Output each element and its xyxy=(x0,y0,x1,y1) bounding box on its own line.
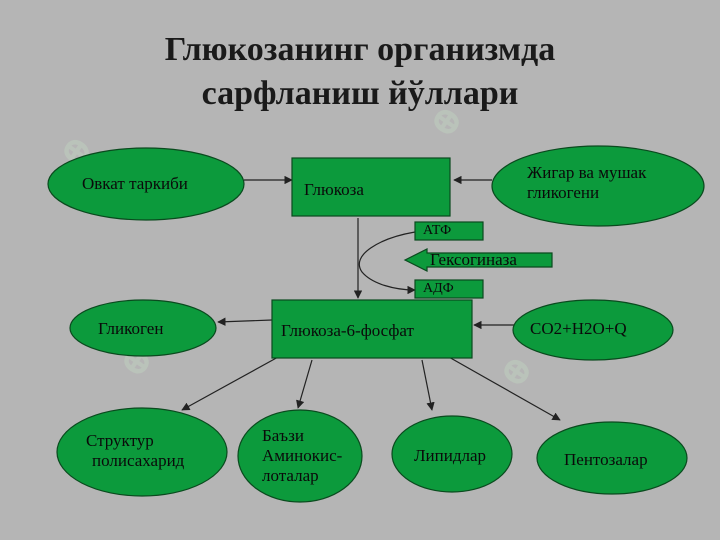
node-amino-label: Баъзи Аминокис- лоталар xyxy=(262,426,342,486)
node-g6p-shape xyxy=(271,299,473,359)
node-liver-line-1: Жигар ва мушак xyxy=(527,163,647,182)
node-food-shape xyxy=(47,147,245,221)
node-hexokinase-label: Гексогиназа xyxy=(430,250,517,269)
arrow-g6p-to-lipids xyxy=(421,359,435,411)
node-amino-line-2: Аминокис- xyxy=(262,446,343,465)
node-adf-shape xyxy=(414,279,484,299)
node-struct-label: Структур полисахарид xyxy=(86,431,184,471)
node-glucose-label: Глюкоза xyxy=(304,180,364,199)
node-co2-shape xyxy=(512,299,674,361)
arrow-g6p-to-struct xyxy=(181,355,281,411)
curve-atf-adf xyxy=(358,231,416,295)
node-amino-line-1: Баъзи xyxy=(262,426,304,445)
arrow-g6p-to-pentoses xyxy=(439,351,561,421)
node-glycogen-label: Гликоген xyxy=(98,319,164,338)
node-struct-shape xyxy=(56,407,228,497)
arrow-g6p-to-amino xyxy=(296,359,313,409)
node-pentoses-shape xyxy=(536,421,688,495)
node-atf-shape xyxy=(414,221,484,241)
node-atf-label: АТФ xyxy=(423,223,452,238)
node-food-label: Овкат таркиби xyxy=(82,174,188,193)
node-pentoses-label: Пентозалар xyxy=(564,450,648,469)
node-co2-label: CO2+H2O+Q xyxy=(530,319,627,338)
node-hexokinase-shape xyxy=(403,248,553,272)
node-amino-line-3: лоталар xyxy=(262,466,319,485)
node-glycogen-shape xyxy=(69,299,217,357)
title-line-2: сарфланиш йўллари xyxy=(201,75,519,112)
node-lipids-shape xyxy=(391,415,513,493)
title-line-1: Глюкозанинг организмда xyxy=(164,31,556,68)
node-lipids-label: Липидлар xyxy=(414,446,487,465)
node-liver-label: Жигар ва мушак гликогени xyxy=(527,163,646,203)
arrow-g6p-to-glycogen xyxy=(217,317,273,326)
node-liver-shape xyxy=(491,145,705,227)
node-struct-line-1: Структур xyxy=(86,431,154,450)
node-struct-line-2: полисахарид xyxy=(92,451,185,470)
node-glucose-shape xyxy=(291,157,451,217)
slide-title: Глюкозанинг организмда сарфланиш йўллари xyxy=(0,28,720,116)
node-amino-shape xyxy=(237,409,363,503)
node-liver-line-2: гликогени xyxy=(527,183,600,202)
node-adf-label: АДФ xyxy=(423,281,454,296)
node-g6p-label: Глюкоза-6-фосфат xyxy=(281,321,414,340)
